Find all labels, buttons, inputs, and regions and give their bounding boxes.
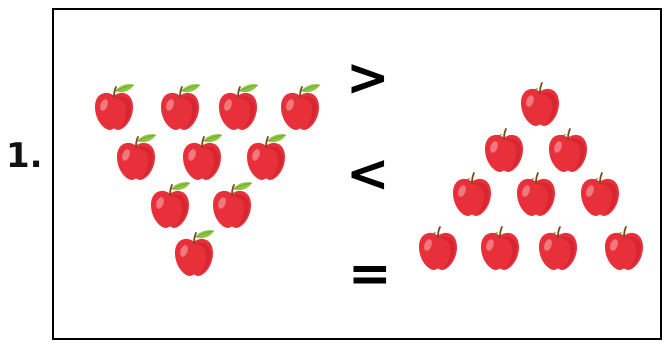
red-apple-icon <box>578 166 622 218</box>
equals-symbol[interactable]: = <box>348 244 392 304</box>
red-apple-icon <box>92 80 136 132</box>
red-apple-icon <box>158 80 202 132</box>
red-apple-icon <box>244 130 288 182</box>
red-apple-icon <box>518 76 562 128</box>
red-apple-icon <box>180 130 224 182</box>
red-apple-icon <box>114 130 158 182</box>
red-apple-icon <box>478 220 522 272</box>
red-apple-icon <box>536 220 580 272</box>
red-apple-icon <box>602 220 646 272</box>
red-apple-icon <box>148 178 192 230</box>
red-apple-icon <box>514 166 558 218</box>
less-than-symbol[interactable]: < <box>346 144 390 204</box>
red-apple-icon <box>546 122 590 174</box>
question-number: 1. <box>6 136 43 176</box>
red-apple-icon <box>416 220 460 272</box>
red-apple-icon <box>172 226 216 278</box>
greater-than-symbol[interactable]: > <box>346 48 390 108</box>
red-apple-icon <box>278 80 322 132</box>
red-apple-icon <box>482 122 526 174</box>
question-box <box>52 8 662 340</box>
red-apple-icon <box>450 166 494 218</box>
red-apple-icon <box>210 178 254 230</box>
red-apple-icon <box>216 80 260 132</box>
